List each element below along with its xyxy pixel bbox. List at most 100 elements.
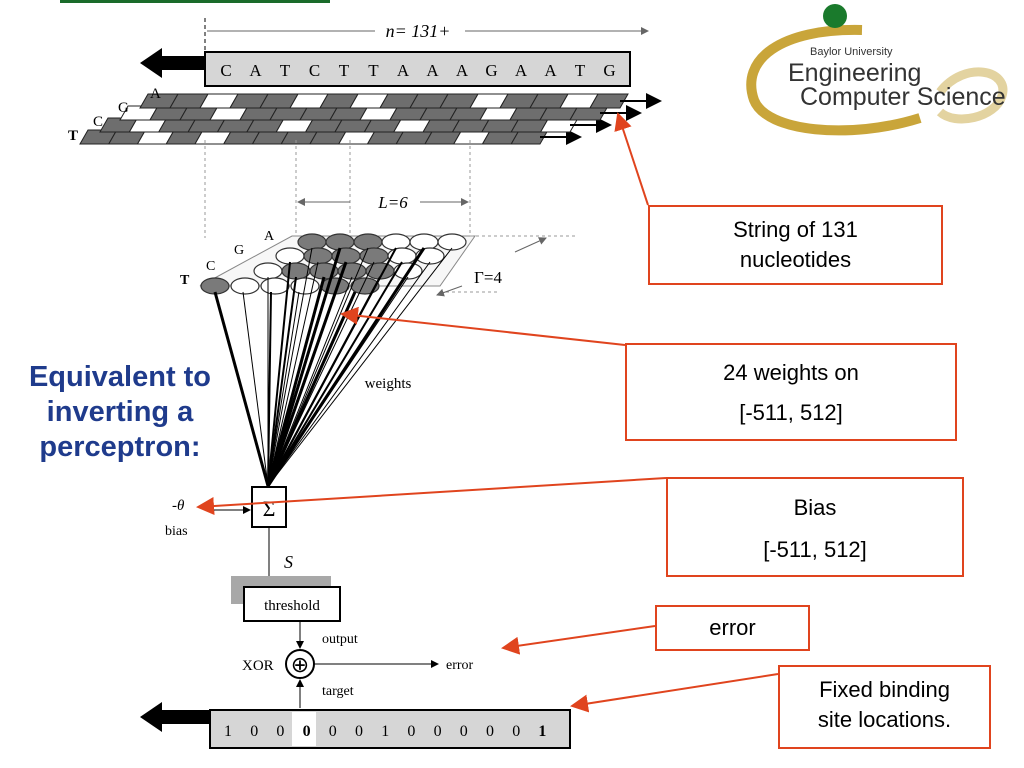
bottom-sequence-digit: 0 <box>486 723 494 740</box>
callout-bias-line-1: Bias <box>793 495 837 520</box>
matrix-label-C: C <box>206 259 215 274</box>
n-label: n= 131+ <box>386 21 451 41</box>
bottom-sequence-digit: 1 <box>381 723 389 740</box>
callout-string-line-2: nucleotides <box>739 247 852 272</box>
weight-ellipse <box>230 277 260 295</box>
top-sequence-letter: C <box>309 61 320 80</box>
weight-ellipse <box>297 233 327 251</box>
university-logo: Baylor University Engineering Computer S… <box>740 0 1024 150</box>
logo-ampersand <box>936 67 1008 124</box>
weight-line <box>213 291 270 487</box>
bottom-sequence-digit: 0 <box>460 723 468 740</box>
callout-weights-line-1: 24 weights on <box>723 360 859 385</box>
error-callout-arrow <box>501 625 656 655</box>
top-sequence-letter: T <box>339 61 350 80</box>
weight-line <box>267 247 453 487</box>
weight-line <box>267 291 300 487</box>
callout-weights-line-2: [-511, 512] <box>739 400 843 425</box>
nucleotide-label-T: T <box>68 128 78 144</box>
weights-label: weights <box>365 376 412 392</box>
weight-lines <box>213 247 453 487</box>
bottom-sequence-digit: 0 <box>329 723 337 740</box>
bottom-sequence-digit: 0 <box>250 723 258 740</box>
logo-graphic <box>746 4 1008 136</box>
sequence-direction-arrow-top <box>140 48 205 78</box>
top-sequence-letter: A <box>249 61 262 80</box>
bottom-sequence-digit: 0 <box>512 723 520 740</box>
fixed-callout-arrow <box>570 673 779 713</box>
nucleotide-label-C: C <box>93 114 103 130</box>
threshold-box <box>243 586 341 622</box>
nucleotide-label-A: A <box>150 86 161 102</box>
callout-fixed-line-2: site locations. <box>817 707 952 732</box>
gamma-arrow-down <box>436 285 463 297</box>
callout-bias-line-2: [-511, 512] <box>763 537 867 562</box>
weight-ellipse <box>325 233 355 251</box>
l-label: L=6 <box>377 193 408 212</box>
callout-bias: Bias [-511, 512] <box>666 477 964 577</box>
caption-line-2: inverting a <box>46 396 194 428</box>
weight-line <box>267 276 297 487</box>
top-sequence-strip <box>204 51 631 87</box>
weight-line <box>267 276 409 487</box>
bottom-sequence-digit: 0 <box>434 723 442 740</box>
s-label: S <box>284 552 293 572</box>
output-label: output <box>322 632 358 647</box>
logo-line-engineering: Engineering <box>788 59 922 87</box>
nucleotide-row <box>139 93 662 109</box>
logo-university-text: Baylor University <box>810 46 893 58</box>
weight-line <box>242 291 269 487</box>
top-sequence-letter: A <box>426 61 439 80</box>
bottom-sequence-digit: 0 <box>355 723 363 740</box>
logo-line-computer-science: Computer Science <box>800 83 1006 111</box>
bias-label: bias <box>165 524 188 539</box>
bottom-sequence-digit: 1 <box>538 723 546 740</box>
top-sequence-letter: T <box>575 61 586 80</box>
bottom-sequence-strip <box>209 709 571 749</box>
perceptron-caption: Equivalent to inverting a perceptron: <box>0 360 240 465</box>
string-callout-arrow <box>614 112 649 206</box>
top-sequence-letter: T <box>368 61 379 80</box>
top-sequence-letter: G <box>485 61 497 80</box>
sum-symbol: Σ <box>263 496 276 521</box>
header-accent-line <box>60 0 330 3</box>
weights-callout-arrow <box>340 306 626 346</box>
weight-ellipse <box>353 233 383 251</box>
caption-line-3: perceptron: <box>39 431 201 463</box>
weight-line <box>267 247 313 487</box>
bottom-sequence-digit: 0 <box>303 723 311 740</box>
matrix-label-T: T <box>180 273 190 288</box>
callout-string-line-1: String of 131 <box>733 217 858 242</box>
gamma-label: Γ=4 <box>474 268 502 287</box>
weight-line <box>267 261 431 487</box>
weight-line <box>267 291 272 487</box>
weight-line <box>267 276 381 487</box>
bottom-sequence-digit: 0 <box>407 723 415 740</box>
xor-symbol: ⊕ <box>291 652 309 677</box>
callout-string: String of 131 nucleotides <box>648 205 943 285</box>
top-sequence-letter: A <box>456 61 469 80</box>
bottom-sequence-digit: 1 <box>224 723 232 740</box>
callout-weights: 24 weights on [-511, 512] <box>625 343 957 441</box>
bottom-strip-highlight <box>292 712 316 746</box>
target-label: target <box>322 684 354 699</box>
bottom-sequence-digit: 0 <box>276 723 284 740</box>
weight-ellipse <box>200 277 230 295</box>
nucleotide-cell <box>589 93 629 109</box>
matrix-label-G: G <box>234 243 244 258</box>
weight-ellipse <box>260 277 290 295</box>
weight-line <box>267 261 403 487</box>
weight-ellipse <box>381 233 411 251</box>
callout-fixed: Fixed binding site locations. <box>778 665 991 749</box>
callout-error-line-1: error <box>709 615 756 640</box>
bottom-sequence-digits: 1 0 0 0 0 0 1 0 0 0 0 0 1 <box>224 723 546 740</box>
top-sequence-letter: G <box>603 61 615 80</box>
weight-ellipse <box>281 262 311 280</box>
weight-line <box>266 261 348 487</box>
weight-line <box>267 291 328 487</box>
weight-ellipse <box>303 247 333 265</box>
